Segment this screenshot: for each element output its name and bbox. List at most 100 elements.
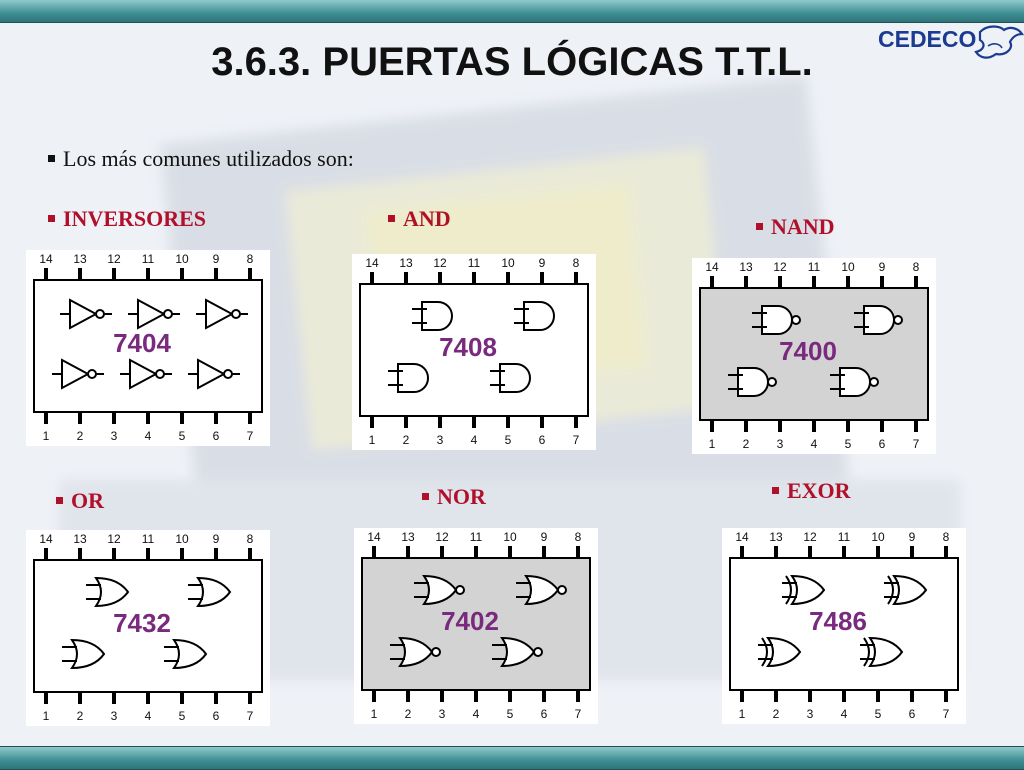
- pin-number-top: 14: [735, 530, 749, 544]
- pin-number-top: 14: [365, 256, 379, 270]
- pin-number-top: 12: [803, 530, 817, 544]
- pin-number-top: 8: [575, 530, 582, 544]
- pin-number-bottom: 4: [145, 709, 152, 723]
- pin-number-bottom: 2: [77, 429, 84, 443]
- pin-number-bottom: 4: [473, 707, 480, 721]
- pin-number-bottom: 6: [909, 707, 916, 721]
- pin-number-bottom: 3: [807, 707, 814, 721]
- pin-number-top: 14: [39, 252, 53, 266]
- pin-number-top: 13: [739, 260, 753, 274]
- pin-number-top: 12: [107, 252, 121, 266]
- pin-number-bottom: 7: [247, 429, 254, 443]
- intro-bullet: Los más comunes utilizados son:: [48, 146, 354, 172]
- pin-number-top: 8: [943, 530, 950, 544]
- pin-number-bottom: 6: [213, 429, 220, 443]
- gate-symbols: [388, 301, 555, 393]
- pin-number-top: 10: [841, 260, 855, 274]
- pin-number-top: 10: [501, 256, 515, 270]
- pin-number-bottom: 7: [913, 437, 920, 451]
- bullet-square-icon: [756, 223, 763, 230]
- pin-number-bottom: 2: [743, 437, 750, 451]
- pin-number-bottom: 3: [111, 709, 118, 723]
- gate-symbols: [758, 574, 928, 668]
- label-nand: NAND: [756, 214, 835, 240]
- bullet-square-icon: [48, 155, 55, 162]
- pin-number-bottom: 7: [247, 709, 254, 723]
- label-nor: NOR: [422, 484, 486, 510]
- logo-text: CEDECO: [878, 26, 977, 52]
- chip-body: [729, 557, 959, 691]
- chip-number: 7400: [779, 336, 837, 366]
- pin-number-bottom: 6: [213, 709, 220, 723]
- pin-number-bottom: 3: [111, 429, 118, 443]
- chip-number: 7486: [809, 606, 867, 636]
- chip-body: [33, 559, 263, 693]
- label-and: AND: [388, 206, 451, 232]
- pin-number-bottom: 2: [773, 707, 780, 721]
- pin-number-bottom: 6: [879, 437, 886, 451]
- pin-number-bottom: 1: [371, 707, 378, 721]
- chip-number: 7408: [439, 332, 497, 362]
- gate-symbols: [52, 298, 248, 390]
- chip-number: 7404: [113, 328, 171, 358]
- pin-number-bottom: 1: [709, 437, 716, 451]
- pin-number-top: 9: [541, 530, 548, 544]
- pin-number-bottom: 2: [405, 707, 412, 721]
- pin-number-bottom: 1: [369, 433, 376, 447]
- pin-number-top: 14: [367, 530, 381, 544]
- label-exor: EXOR: [772, 478, 851, 504]
- pin-number-top: 10: [503, 530, 517, 544]
- pin-number-bottom: 3: [437, 433, 444, 447]
- pin-number-bottom: 1: [43, 709, 50, 723]
- pin-number-top: 9: [213, 532, 220, 546]
- bottom-bar: [0, 746, 1024, 770]
- slide-title: 3.6.3. PUERTAS LÓGICAS T.T.L.: [211, 40, 813, 84]
- pin-number-top: 11: [808, 260, 821, 274]
- chip-body: [361, 557, 591, 691]
- bullet-square-icon: [388, 215, 395, 222]
- pin-number-top: 10: [175, 532, 189, 546]
- gate-symbols: [390, 574, 567, 668]
- pin-number-top: 11: [142, 252, 155, 266]
- pin-number-top: 8: [573, 256, 580, 270]
- pin-number-bottom: 3: [777, 437, 784, 451]
- pin-number-bottom: 4: [471, 433, 478, 447]
- pin-number-top: 8: [247, 532, 254, 546]
- pin-number-top: 8: [247, 252, 254, 266]
- pin-number-bottom: 4: [145, 429, 152, 443]
- pin-number-top: 12: [107, 532, 121, 546]
- pin-number-bottom: 6: [541, 707, 548, 721]
- pin-number-bottom: 5: [179, 709, 186, 723]
- pin-number-bottom: 3: [439, 707, 446, 721]
- pin-number-top: 12: [435, 530, 449, 544]
- pin-number-bottom: 4: [841, 707, 848, 721]
- pin-number-bottom: 2: [77, 709, 84, 723]
- pin-number-top: 12: [773, 260, 787, 274]
- pin-number-bottom: 5: [875, 707, 882, 721]
- pin-number-bottom: 6: [539, 433, 546, 447]
- pin-number-top: 9: [213, 252, 220, 266]
- pin-number-top: 14: [705, 260, 719, 274]
- pin-number-top: 11: [142, 532, 155, 546]
- pin-number-bottom: 1: [43, 429, 50, 443]
- pin-number-top: 9: [909, 530, 916, 544]
- label-or: OR: [56, 488, 104, 514]
- pin-number-top: 13: [73, 532, 87, 546]
- pin-number-top: 13: [769, 530, 783, 544]
- pin-number-bottom: 5: [845, 437, 852, 451]
- pin-number-top: 9: [879, 260, 886, 274]
- pin-number-top: 11: [468, 256, 481, 270]
- cedeco-logo: [974, 25, 1024, 59]
- pin-number-bottom: 5: [179, 429, 186, 443]
- pin-number-top: 14: [39, 532, 53, 546]
- pin-number-bottom: 5: [507, 707, 514, 721]
- pin-number-top: 11: [838, 530, 851, 544]
- pin-number-top: 8: [913, 260, 920, 274]
